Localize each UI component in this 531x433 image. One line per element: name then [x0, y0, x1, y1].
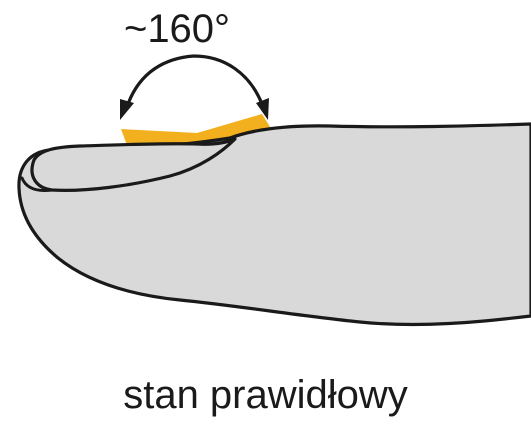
- arc-arrowhead-left-icon: [120, 99, 134, 120]
- angle-value-label: ~160°: [102, 6, 252, 52]
- diagram-caption: stan prawidłowy: [0, 372, 531, 418]
- angle-arc: [128, 56, 262, 104]
